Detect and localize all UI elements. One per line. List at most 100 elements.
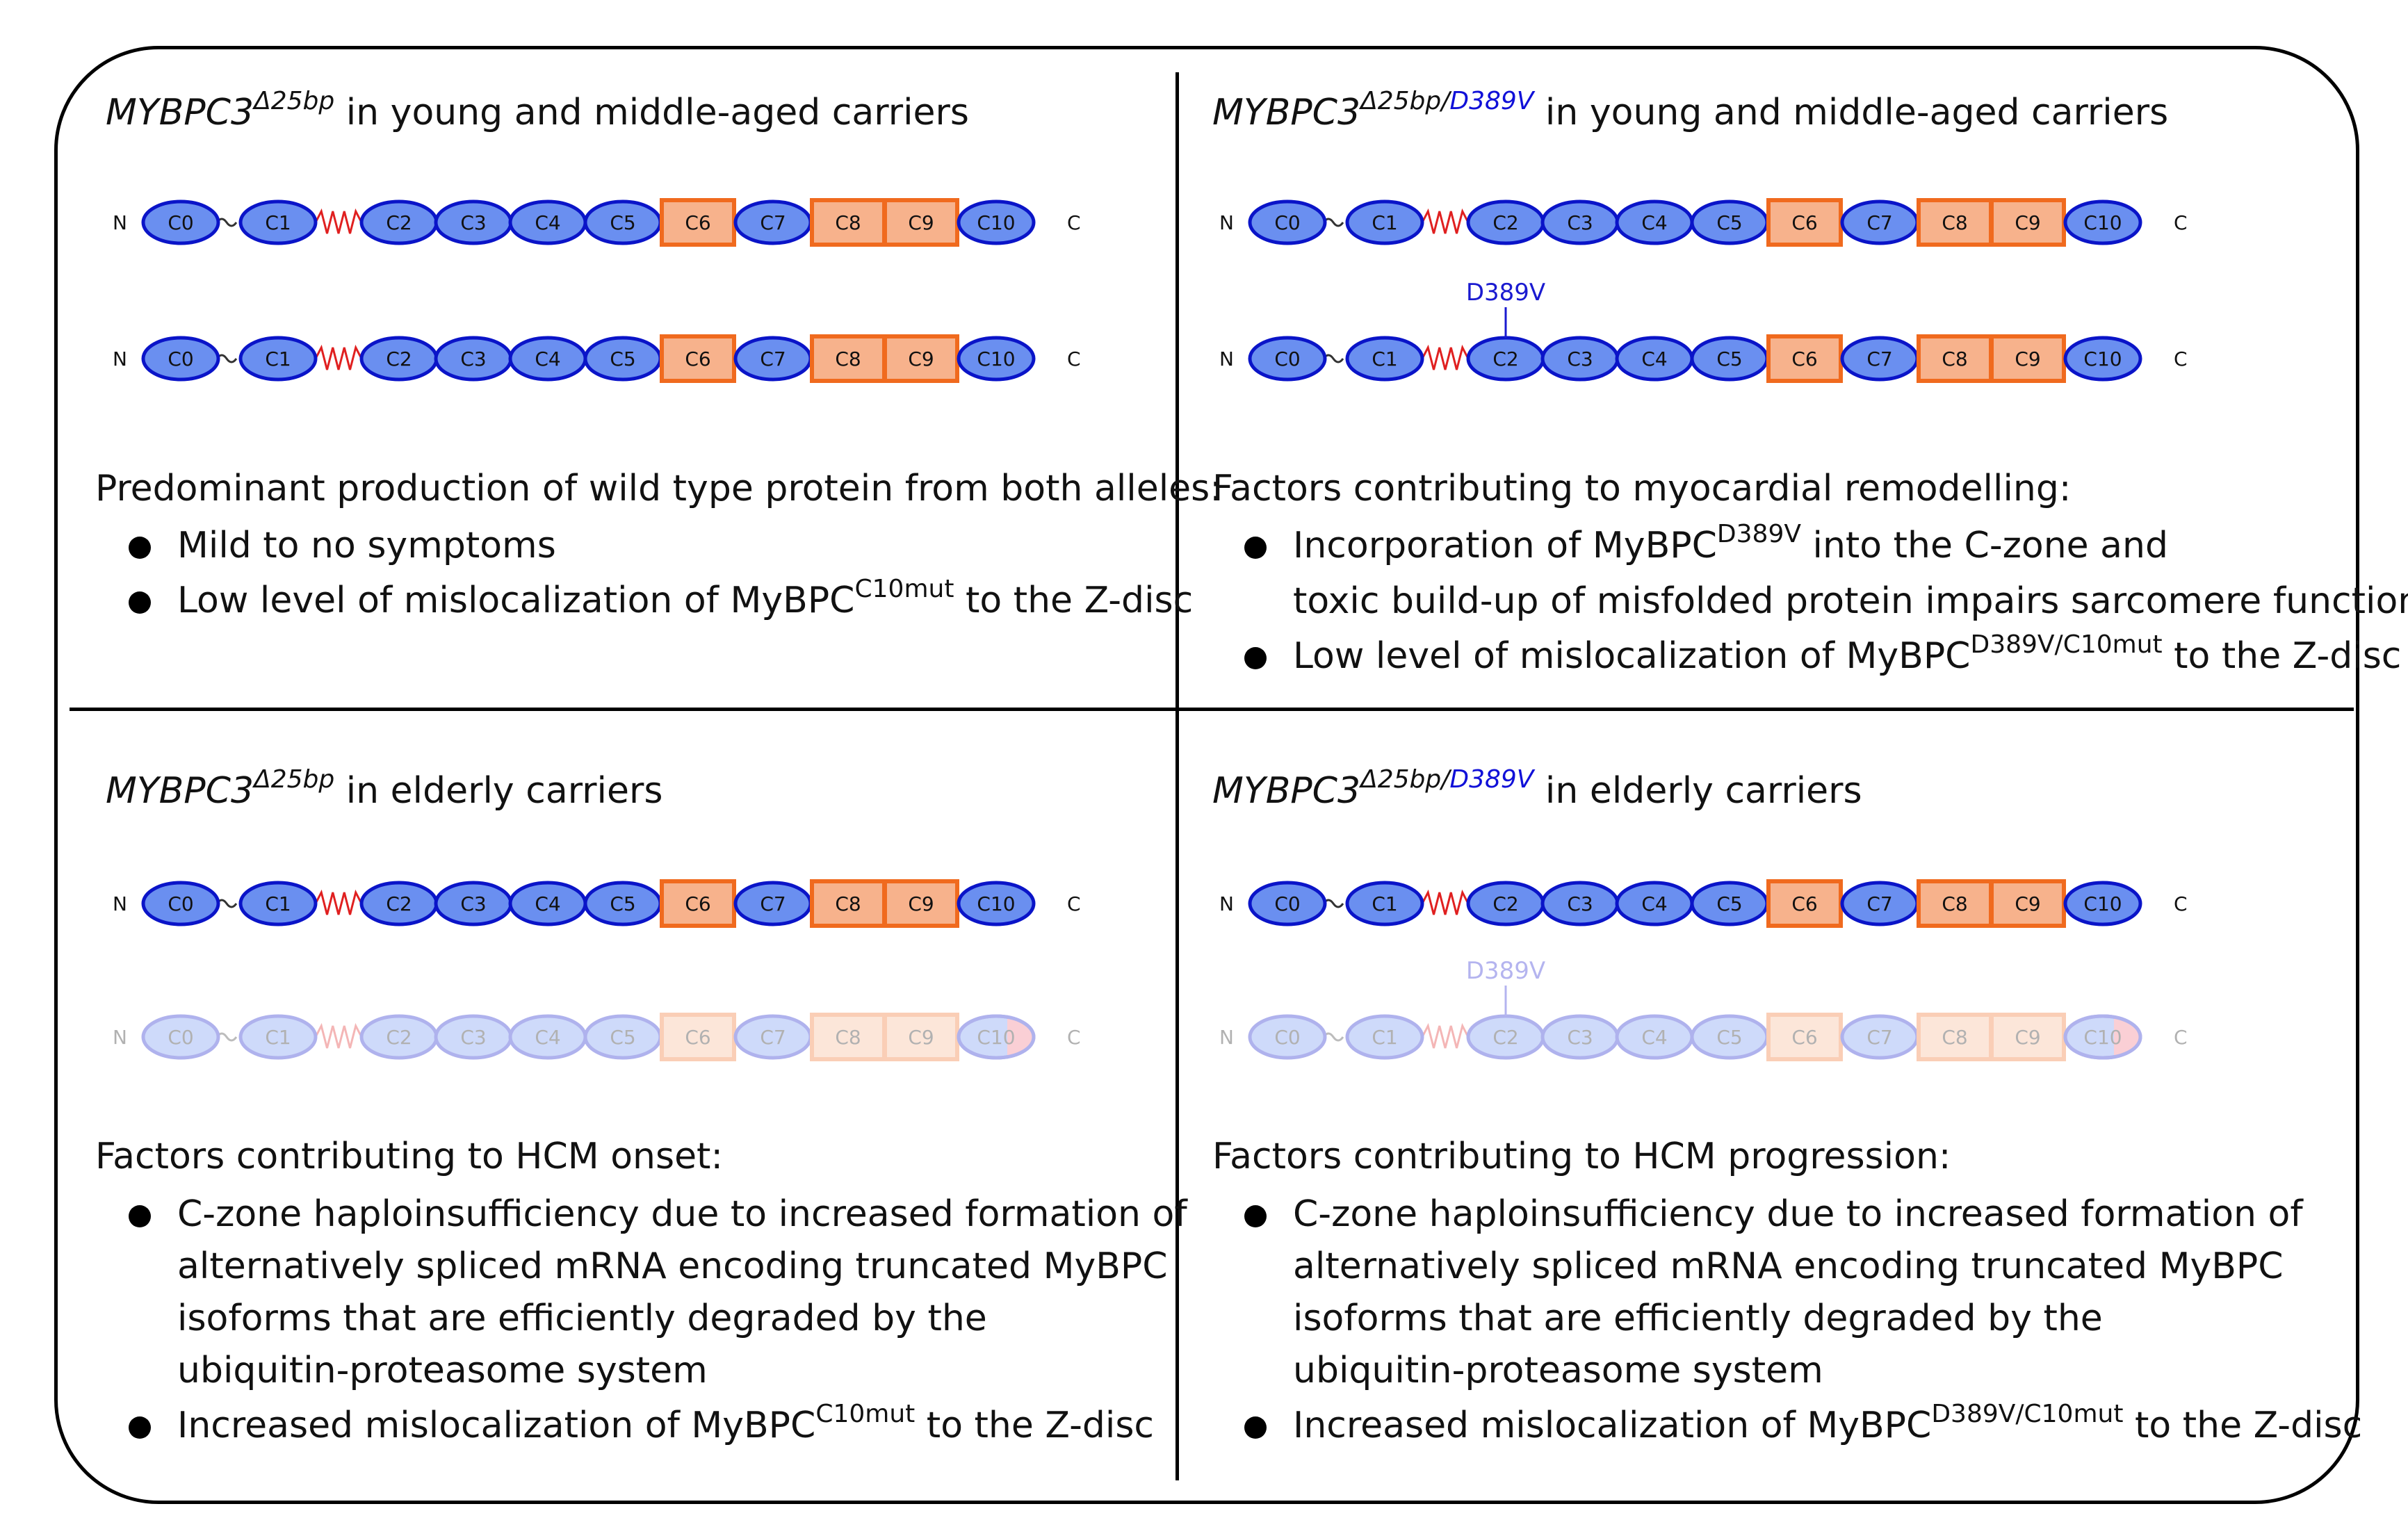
domain-c2-label: C2 bbox=[1492, 892, 1518, 915]
domain-c6-label: C6 bbox=[1791, 348, 1817, 370]
domain-c1 bbox=[238, 881, 318, 926]
domain-c4-label: C4 bbox=[1641, 211, 1667, 234]
bullet-dot bbox=[129, 537, 151, 559]
domain-c3 bbox=[434, 1014, 513, 1060]
n-terminus-label: N bbox=[1219, 892, 1234, 915]
domain-c6-label: C6 bbox=[685, 892, 710, 915]
c-terminus-label: C bbox=[1067, 348, 1081, 370]
domain-c5-label: C5 bbox=[610, 892, 635, 915]
domain-c9 bbox=[883, 1013, 959, 1061]
domain-c8-label: C8 bbox=[835, 211, 861, 234]
domain-c0 bbox=[141, 1014, 220, 1060]
bullet-dot bbox=[1244, 537, 1267, 559]
domain-c6 bbox=[660, 1013, 736, 1061]
m-motif-linker bbox=[1421, 1022, 1470, 1049]
c-terminus-label: C bbox=[1067, 892, 1081, 915]
domain-c9-label: C9 bbox=[908, 1026, 934, 1049]
domain-c1 bbox=[1345, 1014, 1424, 1060]
domain-c0 bbox=[141, 881, 220, 926]
domain-c4-label: C4 bbox=[535, 348, 560, 370]
domain-c0-label: C0 bbox=[168, 211, 193, 234]
domain-c0 bbox=[1248, 336, 1327, 382]
bullet-line: isoforms that are efficiently degraded b… bbox=[177, 1298, 987, 1339]
n-terminus-label: N bbox=[113, 892, 127, 915]
domain-c6-label: C6 bbox=[1791, 211, 1817, 234]
domain-c2 bbox=[1466, 1014, 1545, 1060]
domain-c10 bbox=[2063, 336, 2142, 382]
domain-c0-label: C0 bbox=[1274, 1026, 1300, 1049]
domain-c0 bbox=[1248, 881, 1327, 926]
domain-c3-label: C3 bbox=[460, 892, 486, 915]
domain-c7-label: C7 bbox=[1866, 211, 1892, 234]
bullet-dot bbox=[1244, 647, 1267, 669]
horizontal-divider bbox=[70, 708, 2354, 711]
domain-c8 bbox=[1917, 1013, 1993, 1061]
bullet-line: ubiquitin-proteasome system bbox=[1293, 1350, 1823, 1391]
domain-c8 bbox=[810, 1013, 886, 1061]
domain-c10-label: C10 bbox=[2083, 892, 2122, 915]
c10-mutant-region bbox=[2114, 1017, 2142, 1057]
vertical-divider bbox=[1175, 72, 1179, 1480]
bullet-list: Incorporation of MyBPCD389V into the C-z… bbox=[1244, 520, 2408, 686]
domain-c9 bbox=[883, 334, 959, 383]
domain-c3-label: C3 bbox=[1567, 348, 1593, 370]
domain-c4-label: C4 bbox=[1641, 892, 1667, 915]
domain-c4-label: C4 bbox=[535, 1026, 560, 1049]
m-motif-linker bbox=[314, 889, 363, 915]
bullet-dot bbox=[129, 591, 151, 614]
domain-c1-label: C1 bbox=[1372, 892, 1397, 915]
domain-c6 bbox=[660, 879, 736, 928]
mutation-label: D389V bbox=[1466, 279, 1545, 307]
domain-c2-label: C2 bbox=[1492, 211, 1518, 234]
m-motif-linker bbox=[1421, 344, 1470, 370]
bullet-dot bbox=[129, 1205, 151, 1227]
domain-c9-label: C9 bbox=[908, 211, 934, 234]
domain-c3-label: C3 bbox=[460, 211, 486, 234]
domain-c10 bbox=[2063, 881, 2142, 926]
domain-c10-label: C10 bbox=[977, 348, 1015, 370]
bullet-dot bbox=[1244, 1416, 1267, 1439]
c-terminus-label: C bbox=[2174, 348, 2188, 370]
domain-c6-label: C6 bbox=[1791, 1026, 1817, 1049]
m-motif-linker bbox=[314, 208, 363, 234]
bullet-line: Incorporation of MyBPCD389V into the C-z… bbox=[1244, 520, 2408, 575]
domain-c1 bbox=[1345, 199, 1424, 245]
domain-c3-label: C3 bbox=[1567, 892, 1593, 915]
domain-c10-label: C10 bbox=[977, 1026, 1015, 1049]
c-terminus-label: C bbox=[1067, 211, 1081, 234]
domain-c2-label: C2 bbox=[1492, 348, 1518, 370]
domain-c8-label: C8 bbox=[1942, 892, 1967, 915]
domain-c7-label: C7 bbox=[760, 211, 786, 234]
domain-c7-label: C7 bbox=[1866, 348, 1892, 370]
m-motif-linker bbox=[1421, 208, 1470, 234]
domain-c1-label: C1 bbox=[1372, 348, 1397, 370]
domain-c9-label: C9 bbox=[2015, 1026, 2040, 1049]
domain-c10 bbox=[957, 1014, 1036, 1060]
domain-c1-label: C1 bbox=[265, 211, 291, 234]
domain-c8-label: C8 bbox=[835, 1026, 861, 1049]
domain-c5-label: C5 bbox=[1716, 348, 1742, 370]
domain-c0-label: C0 bbox=[1274, 211, 1300, 234]
bullet-list: C-zone haploinsufficiency due to increas… bbox=[1244, 1188, 2362, 1455]
domain-c2-label: C2 bbox=[386, 892, 412, 915]
domain-c4-label: C4 bbox=[535, 211, 560, 234]
bullet-line: ubiquitin-proteasome system bbox=[177, 1350, 708, 1391]
domain-c4 bbox=[508, 1014, 587, 1060]
panel-heading: Predominant production of wild type prot… bbox=[95, 468, 1222, 509]
domain-c3-label: C3 bbox=[1567, 211, 1593, 234]
domain-c9-label: C9 bbox=[2015, 348, 2040, 370]
domain-c0-label: C0 bbox=[168, 348, 193, 370]
domain-c7-label: C7 bbox=[760, 348, 786, 370]
domain-c4-label: C4 bbox=[1641, 1026, 1667, 1049]
domain-c10 bbox=[2063, 1014, 2142, 1060]
domain-c10-label: C10 bbox=[977, 211, 1015, 234]
m-motif-linker bbox=[1421, 889, 1470, 915]
domain-c1 bbox=[238, 336, 318, 382]
domain-c6-label: C6 bbox=[685, 211, 710, 234]
linker-c0-c1 bbox=[1322, 1032, 1344, 1042]
